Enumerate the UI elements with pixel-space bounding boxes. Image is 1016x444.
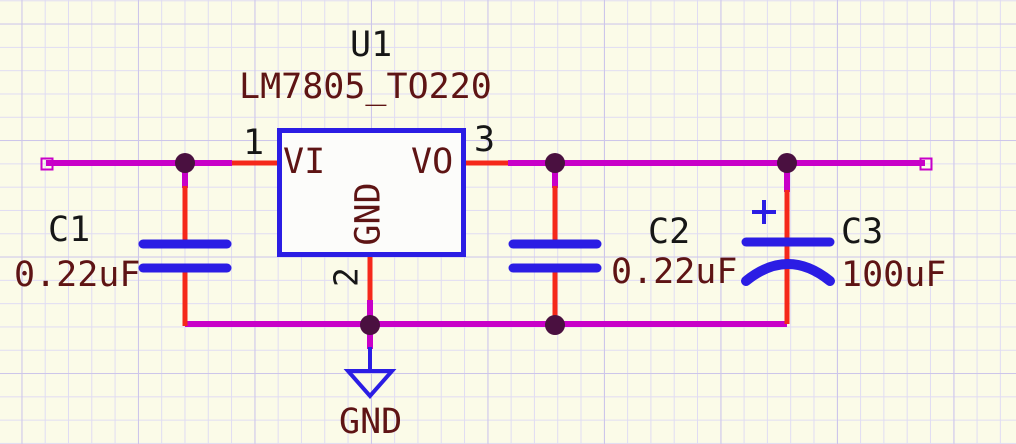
output-terminal[interactable] bbox=[919, 157, 933, 171]
gnd-symbol[interactable] bbox=[343, 347, 397, 400]
c1-value-label[interactable]: 0.22uF bbox=[14, 255, 141, 295]
junction-output-c3[interactable] bbox=[777, 153, 797, 173]
u1-value-label[interactable]: LM7805_TO220 bbox=[239, 67, 492, 107]
pin-name-vo[interactable]: VO bbox=[411, 142, 454, 182]
input-terminal[interactable] bbox=[40, 157, 54, 171]
c2-value-label[interactable]: 0.22uF bbox=[611, 252, 738, 292]
c3-value-label[interactable]: 100uF bbox=[841, 255, 947, 295]
gnd-net-label[interactable]: GND bbox=[339, 402, 403, 442]
c2-reference-label[interactable]: C2 bbox=[648, 212, 691, 252]
c3-plate-negative-arc[interactable] bbox=[741, 259, 835, 286]
u1-body[interactable] bbox=[277, 128, 466, 257]
gnd-triangle-icon bbox=[343, 369, 397, 400]
u1-reference-label[interactable]: U1 bbox=[350, 25, 393, 65]
junction-ground-pin2[interactable] bbox=[360, 315, 380, 335]
pin3-number-label[interactable]: 3 bbox=[474, 120, 496, 160]
c3-reference-label[interactable]: C3 bbox=[841, 212, 884, 252]
pin2-number-label[interactable]: 2 bbox=[326, 267, 366, 287]
c3-polarity-plus-icon bbox=[752, 200, 776, 224]
c1-reference-label[interactable]: C1 bbox=[48, 210, 91, 250]
pin-name-vi[interactable]: VI bbox=[283, 142, 326, 182]
junction-ground-c2[interactable] bbox=[545, 315, 565, 335]
junction-output-c2[interactable] bbox=[545, 153, 565, 173]
junction-input-c1[interactable] bbox=[175, 153, 195, 173]
pin-name-gnd[interactable]: GND bbox=[348, 182, 389, 246]
pin1-number-label[interactable]: 1 bbox=[243, 123, 265, 163]
